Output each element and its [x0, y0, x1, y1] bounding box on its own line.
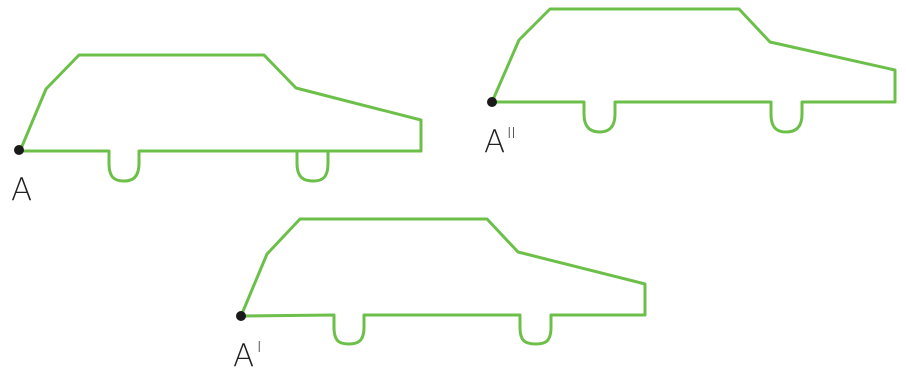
- point-a1-label: A: [233, 338, 254, 369]
- car-figure-original: A: [11, 53, 423, 208]
- point-a1-prime-mark: I: [257, 338, 261, 356]
- car-outline-image-2: [490, 7, 897, 134]
- point-a1-marker: [236, 311, 246, 321]
- point-a2-label: A: [484, 124, 505, 160]
- car-outline-original: [18, 53, 423, 183]
- car-figure-image-2: A II: [484, 7, 897, 160]
- car-figure-image-1: A I: [233, 217, 647, 369]
- point-a2-marker: [487, 97, 497, 107]
- point-a-marker: [14, 145, 24, 155]
- point-a-label: A: [11, 172, 32, 208]
- point-a2-prime-mark: II: [507, 124, 516, 142]
- car-outline-image-1: [239, 217, 647, 346]
